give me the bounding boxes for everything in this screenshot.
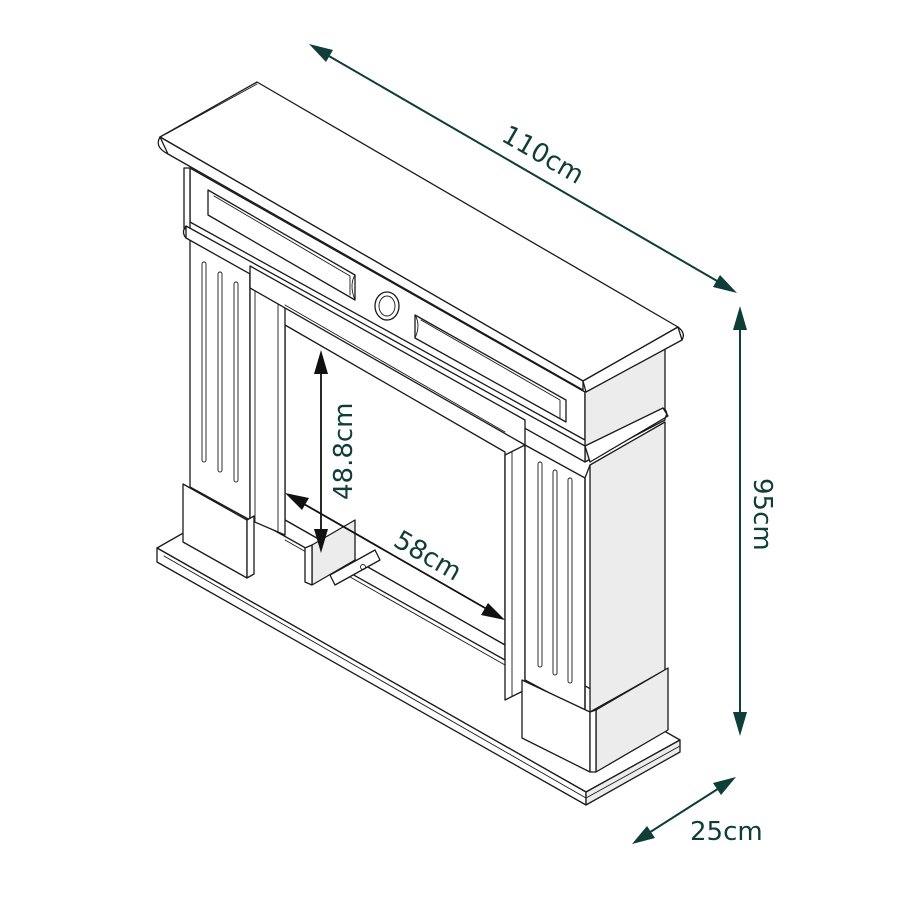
dimension-opening-height: 48.8cm bbox=[314, 350, 359, 553]
arrowhead-icon bbox=[713, 275, 737, 293]
right-pillar bbox=[504, 421, 669, 773]
arrowhead-icon bbox=[733, 712, 747, 736]
arrowhead-icon bbox=[314, 350, 328, 374]
frieze-medallion bbox=[374, 291, 400, 321]
frieze-panel-right bbox=[414, 314, 567, 423]
dimension-depth: 25cm bbox=[632, 777, 763, 847]
mantel-shelf bbox=[157, 81, 684, 393]
arrowhead-icon bbox=[632, 826, 655, 844]
arrowhead-icon bbox=[481, 603, 505, 620]
arrowhead-icon bbox=[733, 306, 747, 330]
frieze-panel-left bbox=[207, 189, 356, 301]
frieze-header bbox=[182, 167, 669, 463]
arrowhead-icon bbox=[314, 529, 328, 553]
arrowhead-icon bbox=[309, 44, 333, 62]
depth-label: 25cm bbox=[690, 817, 763, 847]
left-pillar-flutes bbox=[201, 261, 239, 483]
height-label: 95cm bbox=[747, 478, 777, 551]
firebox-opening bbox=[269, 324, 506, 666]
mounting-bracket bbox=[304, 519, 381, 586]
arrowhead-icon bbox=[713, 777, 736, 795]
right-pillar-flutes bbox=[537, 461, 573, 684]
dimension-height: 95cm bbox=[733, 306, 777, 736]
arrowhead-icon bbox=[285, 493, 309, 510]
opening-height-label: 48.8cm bbox=[329, 402, 359, 500]
